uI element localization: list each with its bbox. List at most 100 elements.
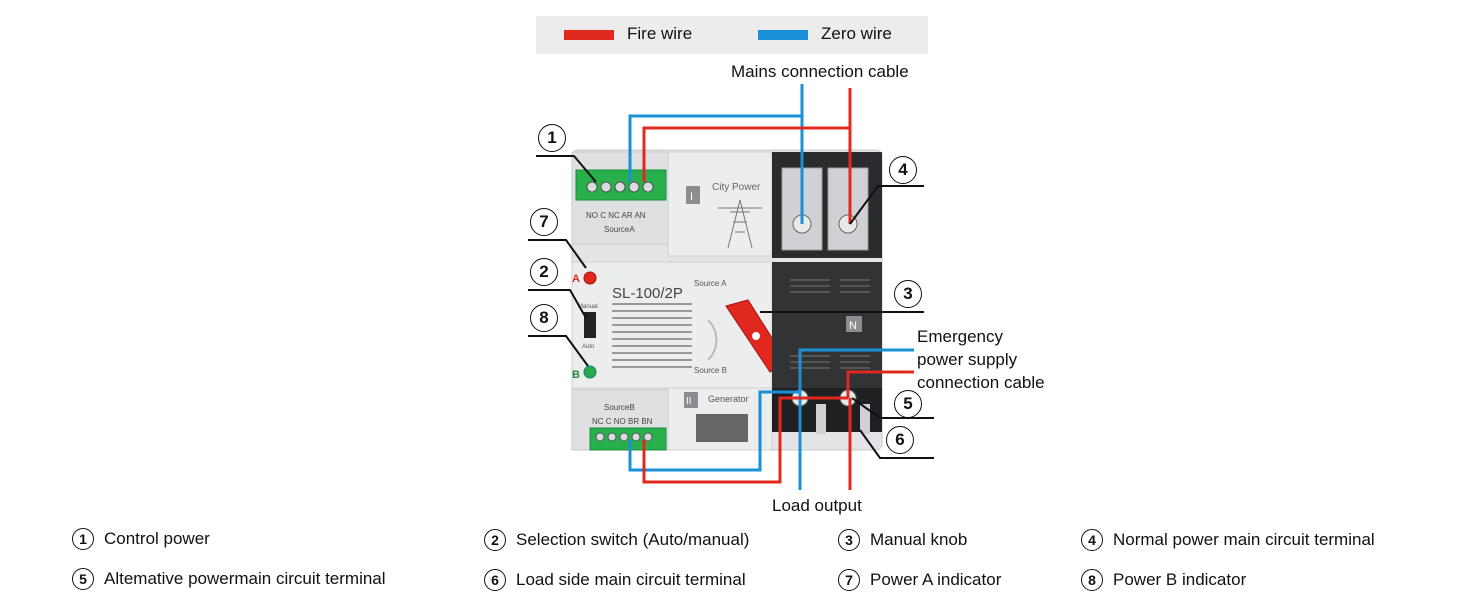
legend-text-2: Selection switch (Auto/manual) — [516, 530, 750, 549]
leader-6 — [859, 429, 934, 459]
emergency-cable-label-2: power supply — [917, 350, 1018, 369]
source-b-text: Source B — [694, 366, 727, 375]
roman-2-label: II — [686, 396, 692, 407]
marker-5: 5 — [894, 390, 922, 418]
leader-2 — [528, 289, 587, 319]
indicator-a-led — [583, 271, 597, 285]
marker-7: 7 — [530, 208, 558, 236]
spec-line — [612, 303, 692, 305]
leader-7 — [528, 239, 587, 269]
wire-color-key: Fire wire Zero wire — [536, 16, 928, 54]
fire-emergency-wire — [846, 370, 914, 398]
load-pin — [860, 404, 870, 434]
marker-3: 3 — [894, 280, 922, 308]
legend-num-5: 5 — [72, 568, 94, 590]
load-output-label: Load output — [772, 496, 862, 515]
terminal-b-screw — [607, 432, 617, 442]
terminal-b-screw — [631, 432, 641, 442]
indicator-b-led — [583, 365, 597, 379]
roman-1-label: I — [690, 191, 693, 203]
source-a-text: Source A — [694, 279, 727, 288]
generator-label: Generator — [708, 394, 749, 404]
fire-wire-label: Fire wire — [627, 24, 693, 43]
leader-8 — [528, 335, 589, 367]
power-tower-icon — [718, 199, 762, 249]
legend-text-7: Power A indicator — [870, 570, 1002, 589]
terminal-a-screw — [642, 181, 654, 193]
auto-label: Auto — [582, 344, 595, 350]
zero-wire-swatch — [758, 30, 808, 40]
legend-item-1: 1 Control power — [72, 528, 210, 550]
leader-4 — [849, 185, 924, 225]
emergency-cable-label-3: connection cable — [917, 373, 1045, 392]
leader-5 — [851, 397, 934, 419]
manual-label: Manual — [578, 304, 598, 310]
legend-num-4: 4 — [1081, 529, 1103, 551]
zero-generator-wire — [628, 390, 800, 472]
legend-text-1: Control power — [104, 529, 210, 548]
spec-line — [612, 352, 692, 354]
marker-2: 2 — [530, 258, 558, 286]
spec-line — [612, 338, 692, 340]
zero-mains-wire — [628, 84, 804, 182]
terminal-b-screw — [643, 432, 653, 442]
zero-emergency-wire — [798, 348, 914, 392]
spec-line — [612, 324, 692, 326]
terminal-a-labels: NO C NC AR AN — [586, 211, 646, 220]
legend-text-4: Normal power main circuit terminal — [1113, 530, 1375, 549]
spec-line — [612, 345, 692, 347]
legend-text-3: Manual knob — [870, 530, 968, 549]
legend-text-8: Power B indicator — [1113, 570, 1247, 589]
marker-1: 1 — [538, 124, 566, 152]
legend-num-6: 6 — [484, 569, 506, 591]
legend-text-6: Load side main circuit terminal — [516, 570, 746, 589]
mains-cable-label: Mains connection cable — [731, 62, 909, 81]
legend-num-7: 7 — [838, 569, 860, 591]
marker-6: 6 — [886, 426, 914, 454]
terminal-a-screw — [600, 181, 612, 193]
roman-2-box — [684, 392, 698, 408]
leader-1 — [536, 155, 597, 183]
city-power-label: City Power — [712, 182, 761, 193]
legend-item-7: 7 Power A indicator — [838, 569, 1001, 591]
legend-item-2: 2 Selection switch (Auto/manual) — [484, 529, 749, 551]
generator-icon — [696, 414, 748, 442]
legend-item-3: 3 Manual knob — [838, 529, 967, 551]
model-label: SL-100/2P — [612, 285, 683, 302]
marker-8: 8 — [530, 304, 558, 332]
terminal-b-screw — [595, 432, 605, 442]
terminal-b-labels: NC C NO BR BN — [592, 417, 653, 426]
legend-item-6: 6 Load side main circuit terminal — [484, 569, 746, 591]
legend-text-5: Altemative powermain circuit terminal — [104, 569, 386, 588]
spec-line — [612, 366, 692, 368]
legend-item-4: 4 Normal power main circuit terminal — [1081, 529, 1375, 551]
n-label: N — [849, 320, 857, 332]
indicator-b-letter: B — [572, 369, 580, 381]
marker-4: 4 — [889, 156, 917, 184]
load-pin — [816, 404, 826, 434]
emergency-cable-label-1: Emergency — [917, 327, 1003, 346]
indicator-a-letter: A — [572, 273, 580, 285]
fire-mains-wire — [642, 88, 852, 182]
fire-wire-swatch — [564, 30, 614, 40]
spec-line — [612, 359, 692, 361]
roman-1-box — [686, 186, 700, 204]
legend-num-3: 3 — [838, 529, 860, 551]
legend-num-8: 8 — [1081, 569, 1103, 591]
spec-line — [612, 317, 692, 319]
legend-item-5: 5 Altemative powermain circuit terminal — [72, 568, 386, 590]
terminal-a-screw — [614, 181, 626, 193]
terminal-a-screw — [586, 181, 598, 193]
city-power-panel — [667, 151, 773, 257]
legend-num-2: 2 — [484, 529, 506, 551]
n-label-box — [846, 316, 862, 332]
spec-line — [612, 331, 692, 333]
source-a-label: SourceA — [604, 225, 635, 234]
terminal-b-screw — [619, 432, 629, 442]
selection-switch — [584, 312, 596, 338]
terminal-a-screw — [628, 181, 640, 193]
source-b-label: SourceB — [604, 403, 635, 412]
legend-num-1: 1 — [72, 528, 94, 550]
zero-wire-label: Zero wire — [821, 24, 892, 43]
